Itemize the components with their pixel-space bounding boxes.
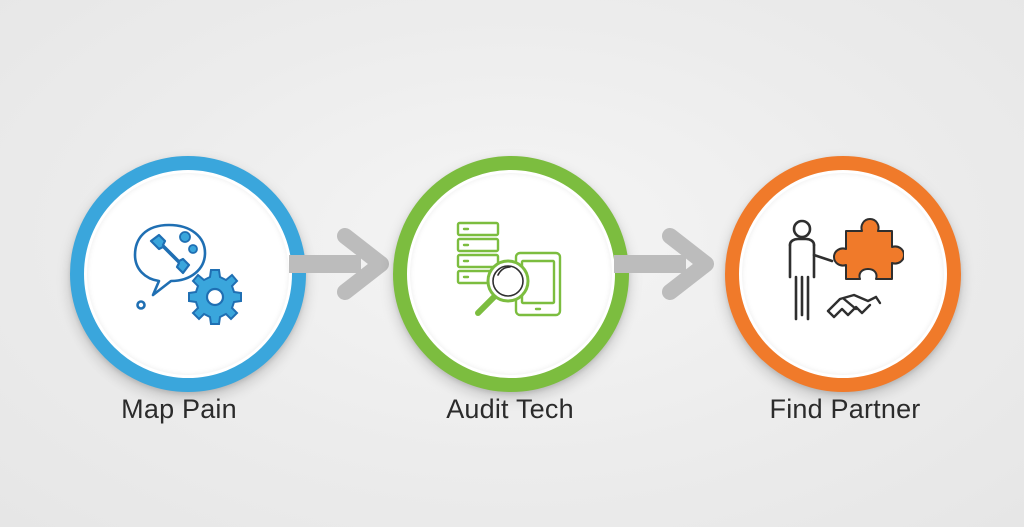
flow-arrow-2 <box>614 228 714 300</box>
step-find-partner-circle <box>725 156 961 392</box>
step-label-map-pain: Map Pain <box>121 394 237 424</box>
step-label-audit-tech: Audit Tech <box>446 394 574 424</box>
flow-arrow-1 <box>289 228 389 300</box>
step-map-pain-circle <box>70 156 306 392</box>
person-puzzle-handshake-icon <box>788 218 904 321</box>
step-find-partner-inner <box>742 173 944 375</box>
step-map-pain-inner <box>87 173 289 375</box>
server-magnifier-tablet-icon <box>456 221 562 317</box>
step-audit-tech-circle <box>393 156 629 392</box>
wrench-gear-speech-bubble-icon <box>133 223 242 325</box>
step-label-find-partner: Find Partner <box>769 394 921 424</box>
